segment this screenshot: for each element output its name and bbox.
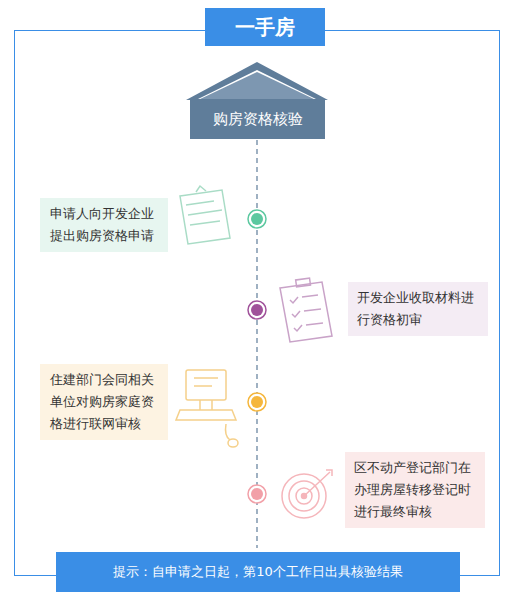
step-box: 区不动产登记部门在 办理房屋转移登记时 进行最终审核 [345,452,485,528]
timeline-dots [248,210,266,503]
computer-icon [176,370,238,447]
house-label: 购房资格核验 [196,108,319,130]
step-box: 申请人向开发企业 提出购房资格申请 [40,198,168,252]
step-box: 住建部门会同相关 单位对购房家庭资 格进行联网审核 [40,364,168,440]
house-box: 购房资格核验 [190,99,325,139]
step-text: 区不动产登记部门在 办理房屋转移登记时 进行最终审核 [354,457,476,523]
title-tab: 一手房 [205,8,325,46]
step-text: 住建部门会同相关 单位对购房家庭资 格进行联网审核 [50,369,158,435]
outer-frame [15,31,500,576]
target-icon [282,470,332,518]
step-text: 申请人向开发企业 提出购房资格申请 [50,203,158,247]
tip-bar: 提示：自申请之日起，第10个工作日出具核验结果 [56,552,460,592]
step-text: 开发企业收取材料进 行资格初审 [357,287,479,331]
clipboard-icon [280,278,332,342]
tip-text: 提示：自申请之日起，第10个工作日出具核验结果 [62,561,454,583]
house-roof [186,62,328,100]
note-icon [180,186,230,244]
step-box: 开发企业收取材料进 行资格初审 [348,282,488,336]
